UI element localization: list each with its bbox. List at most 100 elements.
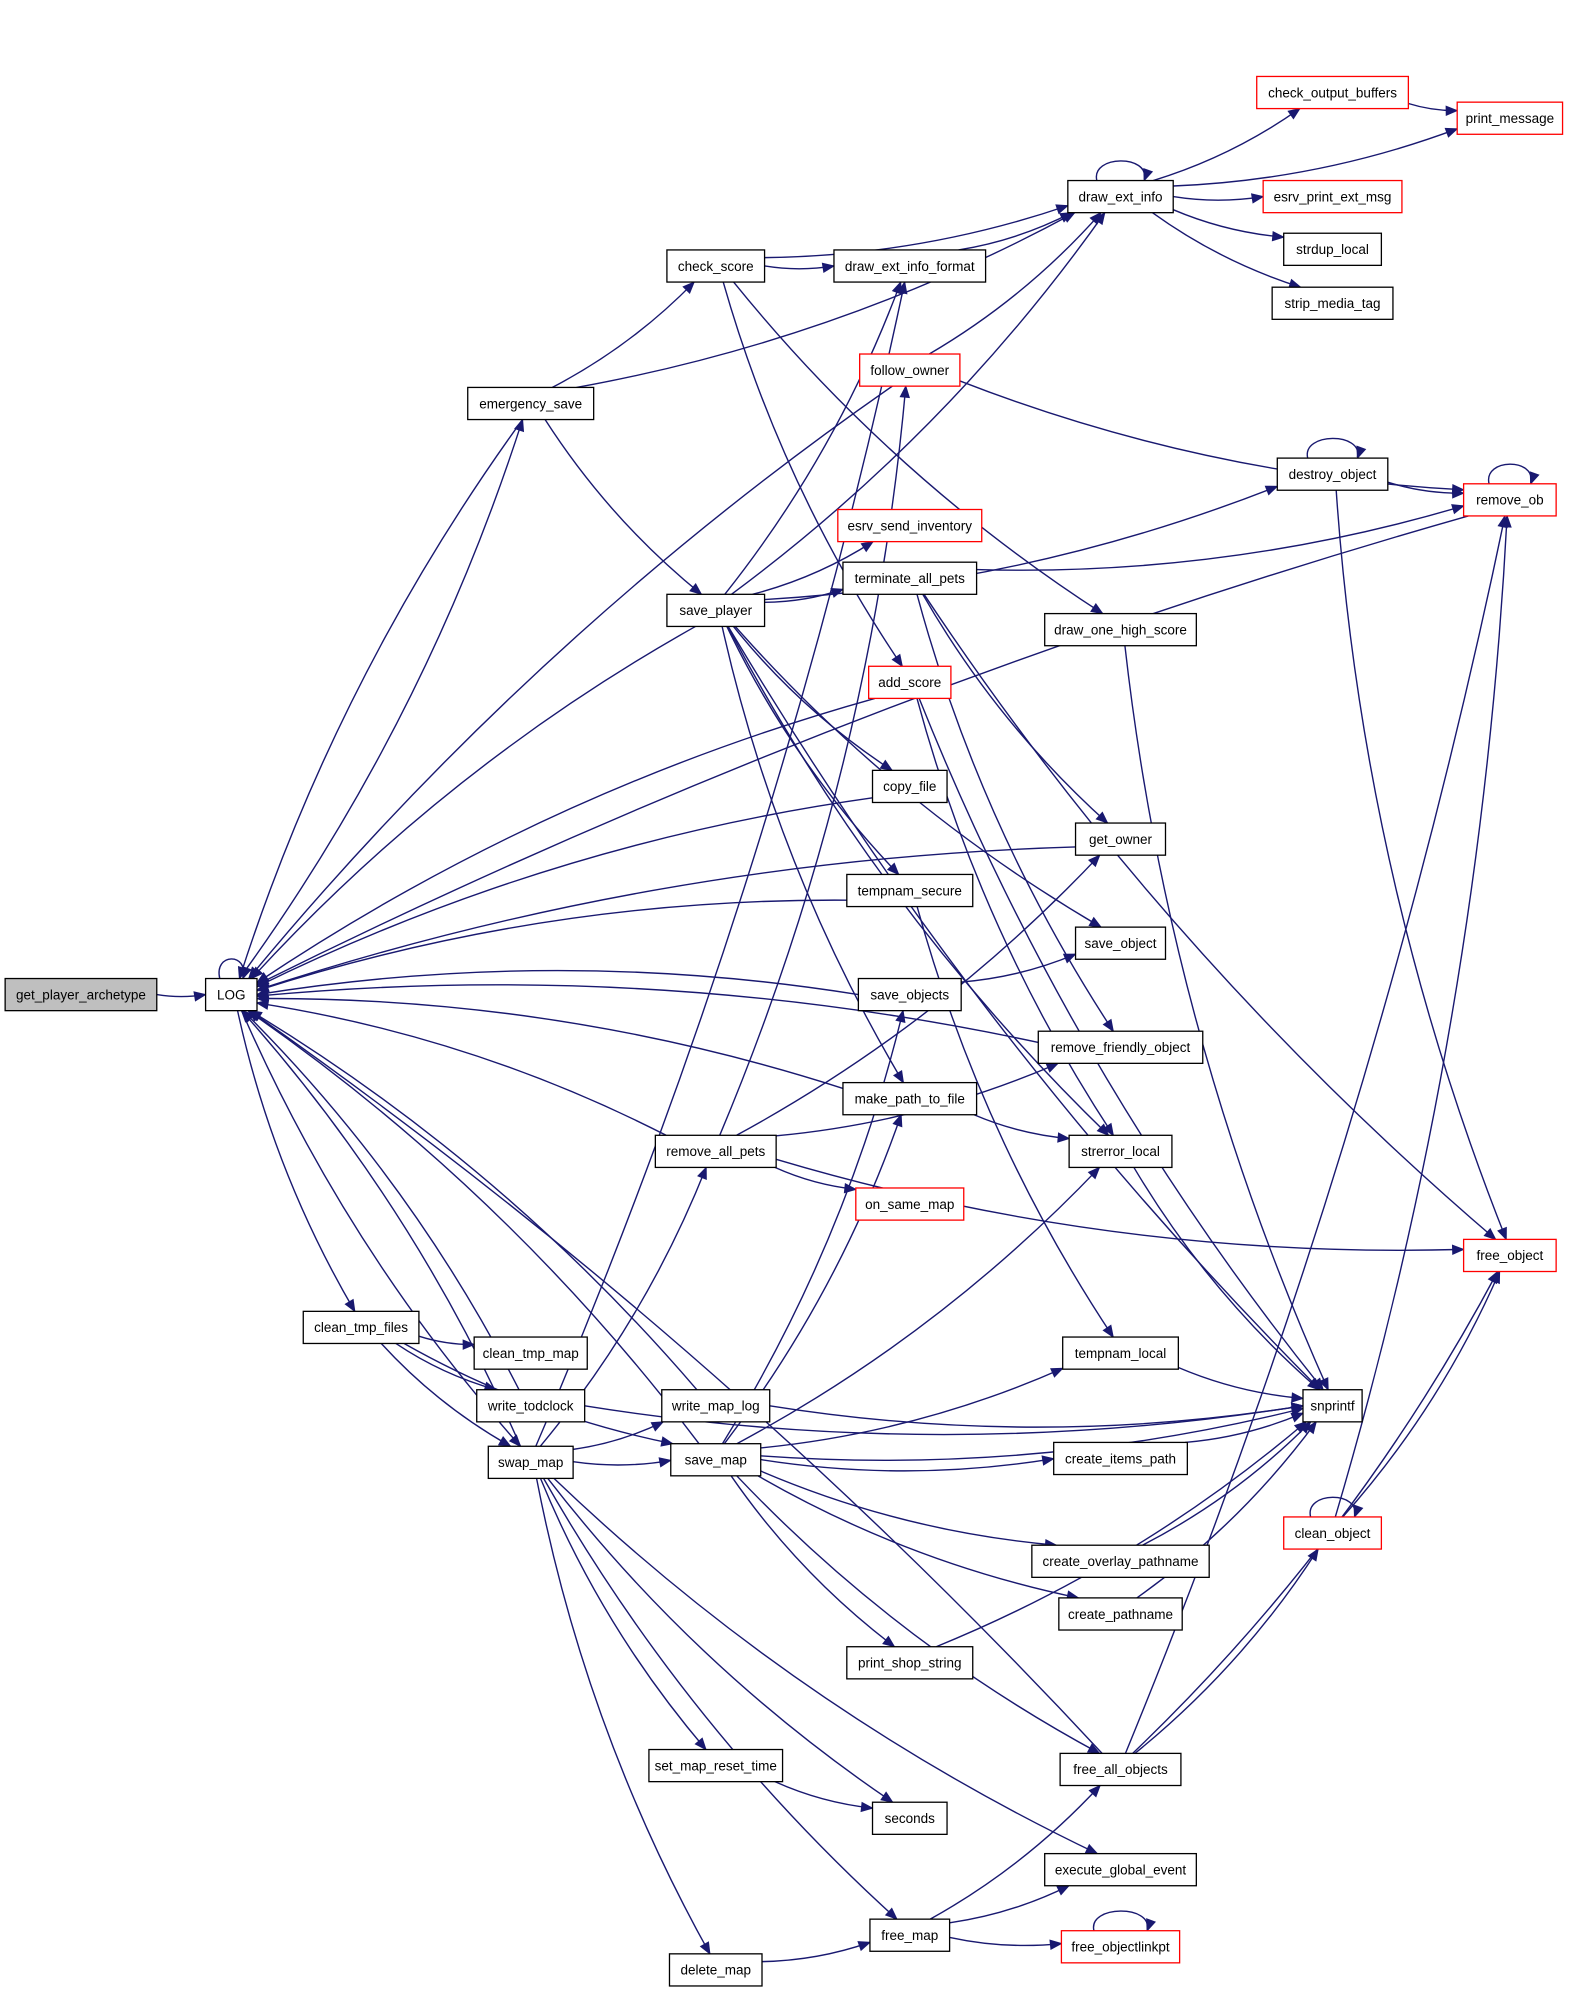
node-box[interactable] [846,873,974,908]
node-follow_owner[interactable]: follow_owner [859,353,961,387]
node-set_map_reset_time[interactable]: set_map_reset_time [648,1748,784,1783]
node-box[interactable] [302,1310,420,1345]
node-get_player_archetype[interactable]: get_player_archetype [4,977,158,1012]
node-box[interactable] [1271,286,1394,320]
node-box[interactable] [1044,612,1197,647]
node-box[interactable] [1062,1336,1179,1370]
node-check_score[interactable]: check_score [666,249,766,283]
node-box[interactable] [833,249,987,283]
node-box[interactable] [837,508,983,543]
node-write_map_log[interactable]: write_map_log [661,1389,771,1423]
node-swap_map[interactable]: swap_map [487,1445,574,1480]
node-box[interactable] [666,593,766,628]
node-box[interactable] [1074,822,1167,856]
node-box[interactable] [842,561,978,595]
node-print_message[interactable]: print_message [1456,101,1564,135]
node-check_output_buffers[interactable]: check_output_buffers [1256,75,1410,110]
node-box[interactable] [668,1953,763,1987]
node-box[interactable] [871,1801,948,1835]
node-box[interactable] [473,1336,588,1370]
node-box[interactable] [857,977,962,1012]
node-save_object[interactable]: save_object [1074,926,1167,960]
node-box[interactable] [666,249,766,283]
node-box[interactable] [1456,101,1564,135]
node-esrv_print_ext_msg[interactable]: esrv_print_ext_msg [1262,179,1403,214]
node-box[interactable] [487,1445,574,1480]
node-box[interactable] [1037,1030,1204,1064]
node-clean_tmp_map[interactable]: clean_tmp_map [473,1336,588,1370]
node-free_objectlinkpt[interactable]: free_objectlinkpt [1060,1930,1181,1964]
node-box[interactable] [846,1646,974,1680]
node-save_objects[interactable]: save_objects [857,977,962,1012]
node-box[interactable] [1059,1752,1182,1787]
node-remove_ob[interactable]: remove_ob [1462,483,1557,517]
node-emergency_save[interactable]: emergency_save [467,386,595,421]
node-free_map[interactable]: free_map [869,1918,951,1952]
node-box[interactable] [1060,1930,1181,1964]
node-save_map[interactable]: save_map [670,1443,762,1477]
node-box[interactable] [859,353,961,387]
node-add_score[interactable]: add_score [868,665,952,700]
node-draw_one_high_score[interactable]: draw_one_high_score [1044,612,1197,647]
node-box[interactable] [4,977,158,1012]
node-seconds[interactable]: seconds [871,1801,948,1835]
node-destroy_object[interactable]: destroy_object [1276,457,1389,491]
node-box[interactable] [869,1918,951,1952]
node-terminate_all_pets[interactable]: terminate_all_pets [842,561,978,595]
node-box[interactable] [1068,1134,1173,1169]
node-strip_media_tag[interactable]: strip_media_tag [1271,286,1394,320]
node-strdup_local[interactable]: strdup_local [1283,232,1383,267]
node-box[interactable] [661,1389,771,1423]
node-on_same_map[interactable]: on_same_map [855,1187,965,1221]
node-free_all_objects[interactable]: free_all_objects [1059,1752,1182,1787]
node-make_path_to_file[interactable]: make_path_to_file [842,1081,978,1116]
node-box[interactable] [871,769,948,804]
node-tempnam_local[interactable]: tempnam_local [1062,1336,1179,1370]
node-box[interactable] [1276,457,1389,491]
node-free_object[interactable]: free_object [1462,1238,1557,1273]
node-strerror_local[interactable]: strerror_local [1068,1134,1173,1169]
node-box[interactable] [1031,1544,1210,1578]
node-box[interactable] [1283,1516,1383,1550]
node-box[interactable] [204,977,258,1012]
node-clean_tmp_files[interactable]: clean_tmp_files [302,1310,420,1345]
node-box[interactable] [654,1134,777,1169]
node-box[interactable] [1283,232,1383,267]
node-esrv_send_inventory[interactable]: esrv_send_inventory [837,508,983,543]
node-box[interactable] [1058,1597,1183,1631]
node-snprintf[interactable]: snprintf [1302,1389,1363,1423]
node-box[interactable] [476,1389,586,1423]
node-box[interactable] [1256,75,1410,110]
node-execute_global_event[interactable]: execute_global_event [1044,1852,1197,1887]
node-draw_ext_info_format[interactable]: draw_ext_info_format [833,249,987,283]
node-box[interactable] [467,386,595,421]
node-copy_file[interactable]: copy_file [871,769,948,804]
node-print_shop_string[interactable]: print_shop_string [846,1646,974,1680]
node-save_player[interactable]: save_player [666,593,766,628]
node-box[interactable] [648,1748,784,1783]
node-clean_object[interactable]: clean_object [1283,1516,1383,1550]
node-draw_ext_info[interactable]: draw_ext_info [1067,179,1174,214]
node-box[interactable] [1262,179,1403,214]
node-remove_all_pets[interactable]: remove_all_pets [654,1134,777,1169]
node-box[interactable] [670,1443,762,1477]
node-delete_map[interactable]: delete_map [668,1953,763,1987]
node-get_owner[interactable]: get_owner [1074,822,1167,856]
node-box[interactable] [1044,1852,1197,1887]
node-remove_friendly_object[interactable]: remove_friendly_object [1037,1030,1204,1064]
node-box[interactable] [1302,1389,1363,1423]
node-box[interactable] [855,1187,965,1221]
node-box[interactable] [1462,1238,1557,1273]
node-write_todclock[interactable]: write_todclock [476,1389,586,1423]
node-tempnam_secure[interactable]: tempnam_secure [846,873,974,908]
node-create_overlay_pathname[interactable]: create_overlay_pathname [1031,1544,1210,1578]
node-box[interactable] [1074,926,1167,960]
node-LOG[interactable]: LOG [204,977,258,1012]
node-create_items_path[interactable]: create_items_path [1053,1441,1188,1476]
node-box[interactable] [1067,179,1174,214]
node-box[interactable] [842,1081,978,1116]
node-box[interactable] [1462,483,1557,517]
node-create_pathname[interactable]: create_pathname [1058,1597,1183,1631]
node-box[interactable] [868,665,952,700]
node-box[interactable] [1053,1441,1188,1476]
